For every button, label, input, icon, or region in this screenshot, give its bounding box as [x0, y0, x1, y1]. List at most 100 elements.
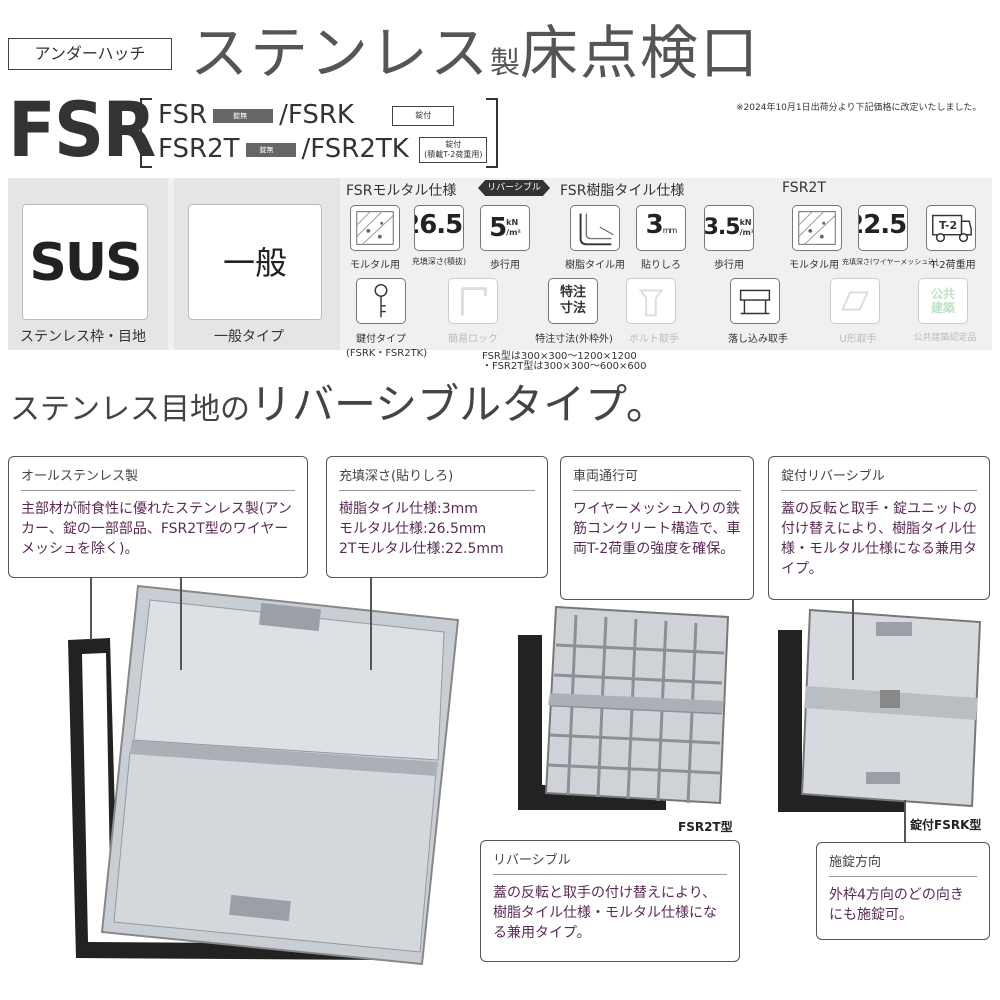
- bracket-right: [486, 98, 498, 168]
- truck-label: T-2荷重用: [930, 260, 976, 271]
- load-35-unit-top: kN: [739, 218, 752, 227]
- callout-lock-direction: 施錠方向 外枠4方向のどの向きにも施錠可。: [816, 842, 990, 940]
- public-cert-b: 建築: [930, 301, 955, 315]
- depth-26-value: 26.5mm: [415, 210, 463, 240]
- margin-3-label: 貼りしろ: [641, 260, 681, 271]
- depth-26-icon: 26.5mm: [414, 205, 464, 251]
- callout-all-stainless-leader-2: [180, 578, 182, 670]
- resin-tile-icon: [570, 205, 620, 251]
- key-note: (FSRK・FSR2TK): [346, 348, 428, 359]
- callout-reversible-body: 蓋の反転と取手の付け替えにより、樹脂タイル仕様・モルタル仕様になる兼用タイプ。: [493, 885, 717, 941]
- custom-size-b: 寸法: [559, 301, 586, 316]
- load-35-icon: 3.5 kN/m²: [704, 205, 754, 251]
- price-notice: ※2024年10月1日出荷分より下記価格に改定いたしました。: [736, 103, 982, 113]
- mortar-2t-label: モルタル用: [789, 260, 839, 271]
- depth-22-value: 22.5mm: [859, 210, 907, 240]
- load-5-unit-top: kN: [506, 218, 519, 227]
- callout-all-stainless: オールステンレス製 主部材が耐食性に優れたステンレス製(アンカー、錠の一部部品、…: [8, 456, 308, 578]
- truck-value: T-2: [939, 219, 958, 232]
- depth-22-icon: 22.5mm: [858, 205, 908, 251]
- size-note-1: FSR型は300×300～1200×1200: [482, 351, 637, 362]
- simple-lock-icon: [448, 278, 498, 324]
- margin-3-icon: 3mm: [636, 205, 686, 251]
- callout-depth-title: 充填深さ(貼りしろ): [339, 465, 535, 491]
- public-cert-a: 公共: [930, 287, 955, 301]
- tagline-b: リバーシブルタイプ。: [250, 380, 668, 429]
- depth-26-label: 充填深さ(積抜): [411, 257, 467, 266]
- mortar-icon: [350, 205, 400, 251]
- fsrk-hatch-image: [778, 608, 982, 812]
- title-small: 製: [490, 46, 521, 81]
- callout-vehicle-title: 車両通行可: [573, 465, 741, 491]
- tagline: ステンレス目地のリバーシブルタイプ。: [10, 380, 668, 435]
- callout-reversible-title: リバーシブル: [493, 849, 727, 875]
- main-hatch-image: [68, 584, 460, 966]
- load-5-icon: 5 kN/m²: [480, 205, 530, 251]
- mortar-icon-label: モルタル用: [350, 260, 400, 271]
- material-value: SUS: [22, 204, 148, 320]
- lock-box-2a: 錠付: [445, 139, 462, 149]
- reversible-badge: リバーシブル: [478, 180, 550, 196]
- tagline-a: ステンレス目地の: [10, 392, 250, 427]
- lock-box-1: 錠付: [392, 105, 455, 126]
- u-handle-label: U形取手: [839, 334, 877, 345]
- type-label: 一般タイプ: [214, 329, 284, 345]
- material-label: ステンレス枠・目地: [20, 329, 146, 345]
- size-note-2: ・FSR2T型は300×300～600×600: [482, 361, 647, 372]
- model-bar-1: 錠無: [213, 108, 274, 123]
- series-name: FSR: [8, 85, 156, 174]
- callout-reversible: リバーシブル 蓋の反転と取手の付け替えにより、樹脂タイル仕様・モルタル仕様になる…: [480, 840, 740, 962]
- bolt-label: ボルト取手: [629, 334, 679, 345]
- model-row-1: FSR 錠無/FSRK 錠付: [158, 100, 455, 130]
- lock-box-2: 錠付(積載T-2荷重用): [419, 136, 488, 163]
- callout-lock-direction-body: 外枠4方向のどの向きにも施錠可。: [829, 887, 964, 923]
- category-tag: アンダーハッチ: [8, 38, 172, 70]
- page-title: ステンレス製床点検口: [190, 18, 760, 99]
- callout-depth-line2: モルタル仕様:26.5mm: [339, 521, 487, 537]
- model-fsr2t: FSR2T: [158, 134, 240, 164]
- public-cert-icon: 公共建築: [918, 278, 968, 324]
- model-bar-2: 錠無: [245, 142, 296, 157]
- load-5-label: 歩行用: [490, 260, 520, 271]
- callout-depth: 充填深さ(貼りしろ) 樹脂タイル仕様:3mm モルタル仕様:26.5mm 2Tモ…: [326, 456, 548, 578]
- callout-lock-direction-title: 施錠方向: [829, 851, 977, 877]
- drop-handle-label: 落し込み取手: [728, 334, 788, 345]
- load-35-label: 歩行用: [714, 260, 744, 271]
- callout-lock-reversible-title: 錠付リバーシブル: [781, 465, 977, 491]
- custom-size-label: 特注寸法(外枠外): [535, 334, 613, 345]
- callout-depth-leader: [370, 578, 372, 670]
- custom-size-icon: 特注寸法: [548, 278, 598, 324]
- simple-lock-label: 簡易ロック: [448, 334, 498, 345]
- custom-size-a: 特注: [559, 285, 586, 300]
- truck-icon: T-2: [926, 205, 976, 251]
- load-5-value: 5: [489, 213, 507, 243]
- load-35-value: 3.5: [704, 215, 741, 240]
- callout-lock-reversible-body: 蓋の反転と取手・錠ユニットの付け替えにより、樹脂タイル仕様・モルタル仕様になる兼…: [781, 501, 977, 577]
- resin-heading: FSR樹脂タイル仕様: [560, 183, 685, 199]
- public-cert-label: 公共建築認定品: [913, 333, 977, 343]
- depth-22-label: 充填深さ(ワイヤーメッシュ込): [842, 258, 938, 266]
- model-fsrk: /FSRK: [279, 100, 354, 130]
- callout-all-stainless-title: オールステンレス製: [21, 465, 295, 491]
- key-label: 鍵付タイプ: [356, 334, 406, 345]
- callout-all-stainless-leader: [90, 578, 92, 640]
- callout-lock-direction-leader: [904, 800, 906, 842]
- margin-3-value: 3mm: [645, 210, 678, 240]
- load-35-unit-bot: /m²: [739, 228, 754, 237]
- bolt-icon: [626, 278, 676, 324]
- type-value: 一般: [188, 204, 322, 320]
- lock-box-2b: (積載T-2荷重用): [424, 149, 483, 159]
- drop-handle-icon: [730, 278, 780, 324]
- load-5-unit-bot: /m²: [506, 228, 521, 237]
- callout-depth-line3: 2Tモルタル仕様:22.5mm: [339, 541, 504, 557]
- title-part-a: ステンレス: [190, 19, 491, 87]
- model-fsr: FSR: [158, 100, 208, 130]
- title-part-b: 床点検口: [520, 19, 761, 87]
- fsrk-photo-label: 錠付FSRK型: [910, 818, 982, 832]
- mortar-icon-2t: [792, 205, 842, 251]
- key-icon: [356, 278, 406, 324]
- resin-tile-label: 樹脂タイル用: [565, 260, 625, 271]
- callout-vehicle-body: ワイヤーメッシュ入りの鉄筋コンクリート構造で、車両T-2荷重の強度を確保。: [573, 501, 741, 557]
- fsr2t-hatch-image: [518, 605, 730, 810]
